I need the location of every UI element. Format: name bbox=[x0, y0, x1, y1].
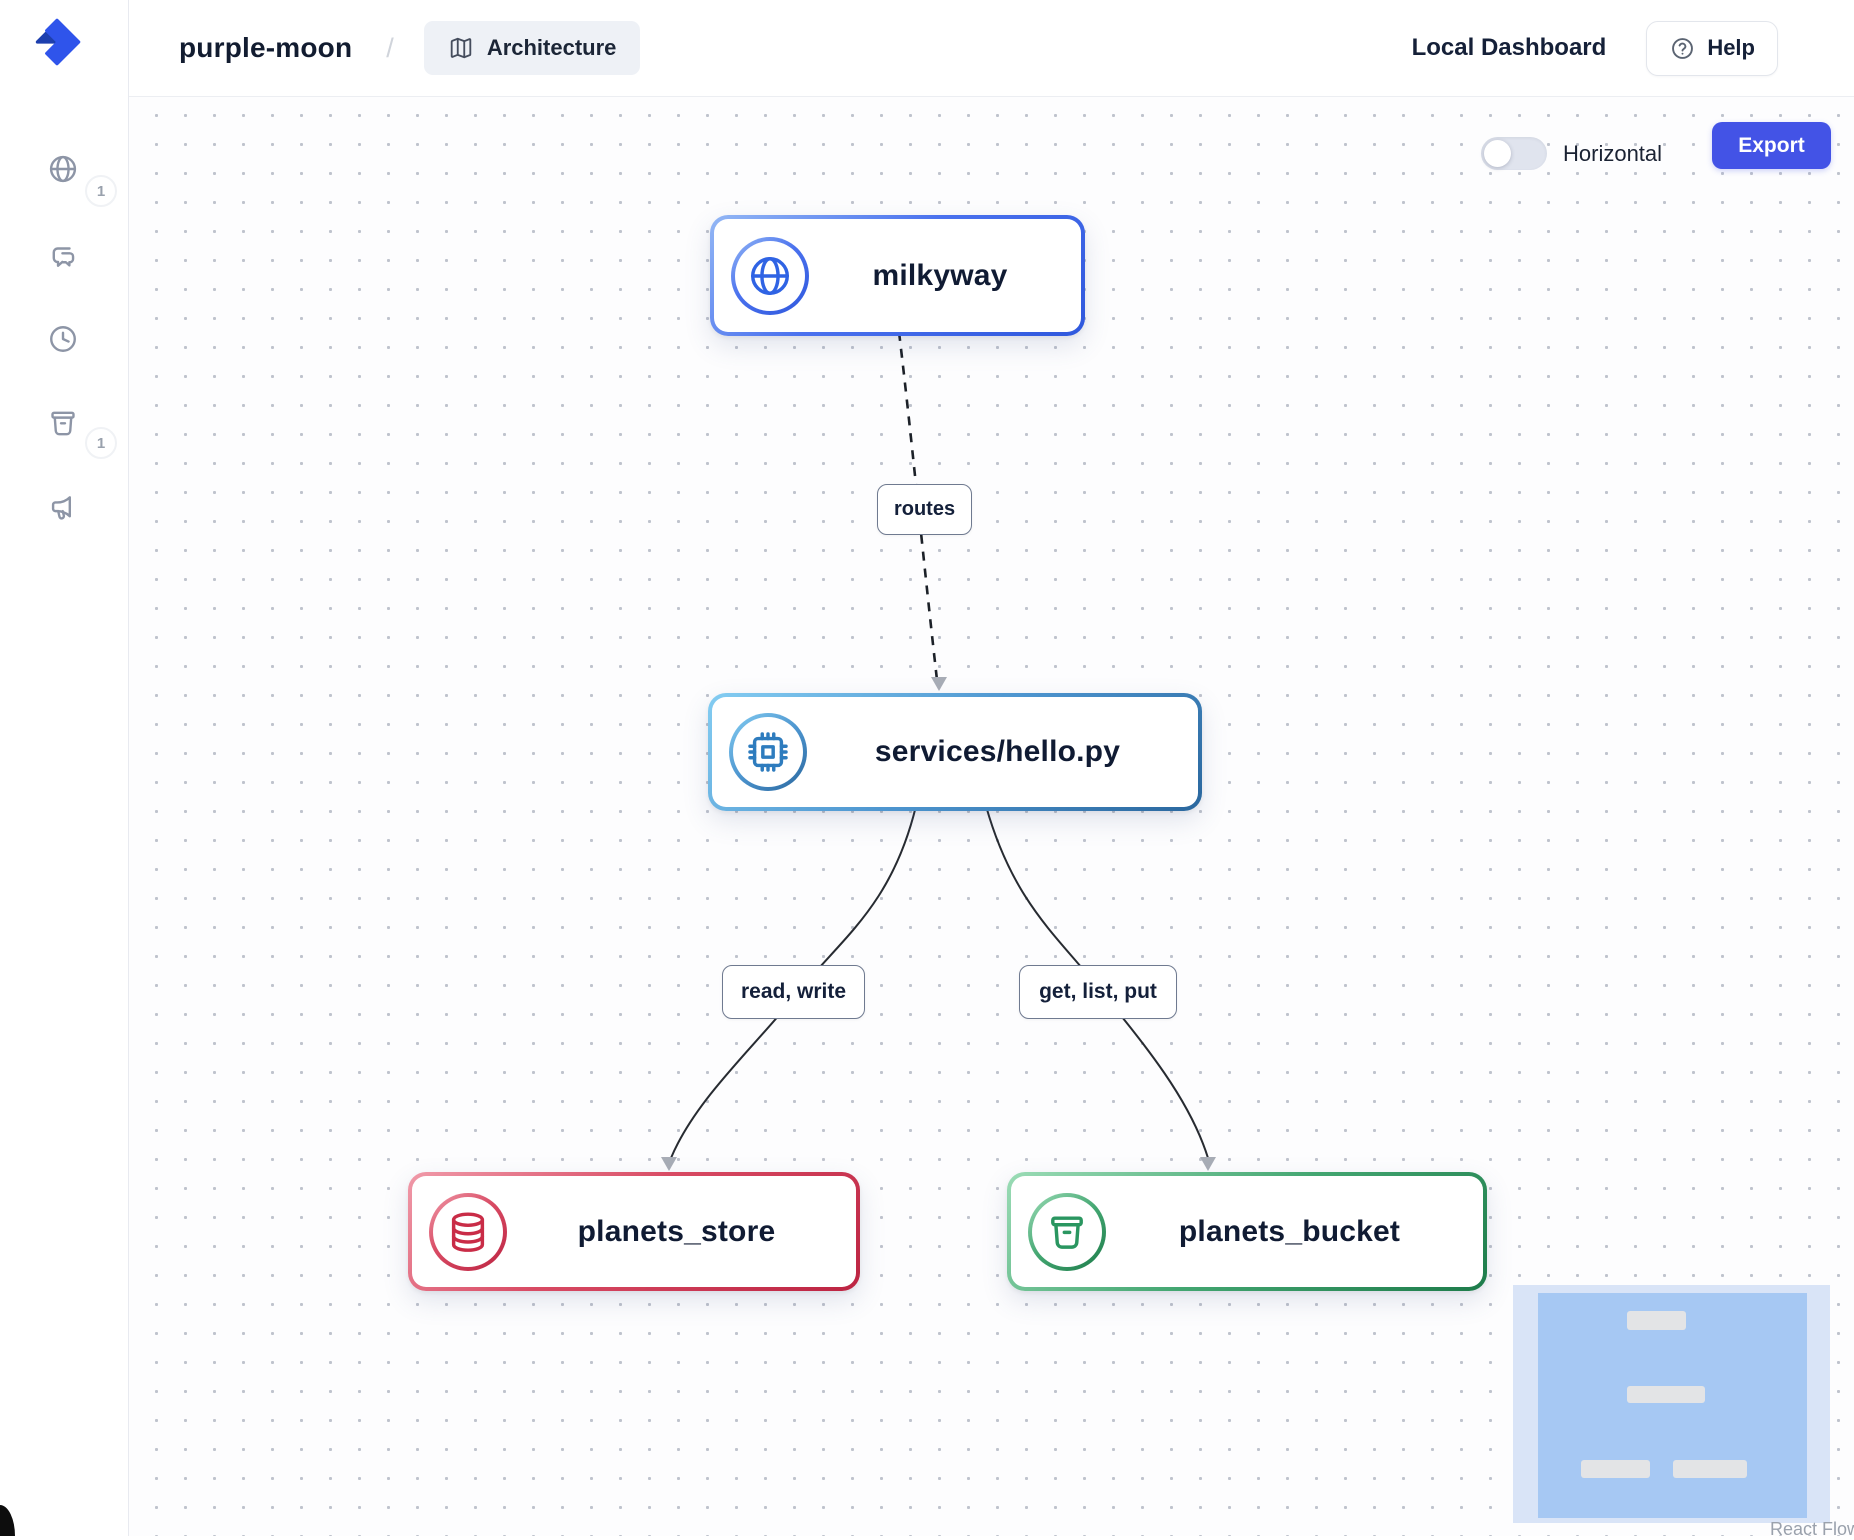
edge-label-get-list-put: get, list, put bbox=[1019, 965, 1177, 1019]
edge-label-routes: routes bbox=[877, 484, 972, 535]
minimap-node-store bbox=[1581, 1460, 1650, 1478]
storage-box-icon bbox=[51, 411, 75, 436]
sidebar-item-endpoints[interactable] bbox=[46, 152, 80, 186]
breadcrumb-project: purple-moon bbox=[179, 32, 353, 63]
tab-architecture[interactable]: Architecture bbox=[423, 21, 641, 75]
sidebar-badge: 1 bbox=[85, 175, 117, 207]
cpu-icon bbox=[748, 732, 788, 772]
database-icon bbox=[451, 1211, 485, 1252]
clock-icon bbox=[50, 326, 76, 352]
bucket-icon bbox=[1051, 1215, 1083, 1249]
sidebar-item-storage[interactable] bbox=[46, 406, 80, 440]
node-icon-ring bbox=[729, 713, 807, 791]
map-icon bbox=[450, 37, 472, 59]
node-label: planets_bucket bbox=[1178, 1214, 1401, 1248]
globe-icon bbox=[751, 256, 789, 295]
sidebar-item-announcements[interactable] bbox=[46, 490, 80, 524]
node-label: services/hello.py bbox=[874, 735, 1121, 768]
app-logo[interactable] bbox=[28, 12, 86, 70]
node-planets-bucket[interactable]: planets_bucket bbox=[1007, 1172, 1487, 1291]
orientation-toggle[interactable] bbox=[1481, 137, 1547, 170]
sidebar-item-history[interactable] bbox=[46, 322, 80, 356]
top-bar: purple-moon / Architecture Local Dashboa… bbox=[129, 0, 1854, 97]
minimap-node-bucket bbox=[1673, 1460, 1747, 1478]
node-label: milkyway bbox=[872, 258, 1008, 292]
minimap-node-services bbox=[1627, 1386, 1705, 1403]
megaphone-icon bbox=[51, 496, 72, 520]
minimap-node-milkyway bbox=[1627, 1311, 1686, 1330]
tab-architecture-label: Architecture bbox=[486, 35, 617, 60]
question-icon bbox=[1672, 37, 1694, 59]
minimap-viewport bbox=[1538, 1293, 1807, 1518]
edge-label-read-write: read, write bbox=[722, 965, 865, 1019]
node-planets-store[interactable]: planets_store bbox=[408, 1172, 860, 1291]
sidebar-item-chat[interactable] bbox=[46, 240, 80, 274]
node-services-hello[interactable]: services/hello.py bbox=[708, 693, 1202, 811]
node-label: planets_store bbox=[577, 1214, 776, 1248]
node-icon-ring bbox=[429, 1192, 507, 1271]
breadcrumb-separator: / bbox=[386, 32, 394, 63]
sidebar-badge: 1 bbox=[85, 427, 117, 459]
node-icon-ring bbox=[1028, 1192, 1106, 1271]
orientation-toggle-label: Horizontal bbox=[1563, 140, 1663, 166]
chat-icon bbox=[52, 247, 75, 267]
dashboard-title: Local Dashboard bbox=[1411, 34, 1607, 61]
toggle-knob bbox=[1484, 140, 1511, 167]
help-button-label: Help bbox=[1707, 35, 1755, 60]
node-icon-ring bbox=[731, 236, 809, 315]
help-button[interactable]: Help bbox=[1646, 20, 1778, 76]
export-button[interactable]: Export bbox=[1712, 122, 1831, 169]
sidebar: 1 1 bbox=[0, 0, 129, 1536]
node-milkyway[interactable]: milkyway bbox=[710, 215, 1085, 336]
globe-icon bbox=[49, 155, 77, 183]
minimap[interactable] bbox=[1513, 1285, 1830, 1523]
react-flow-attribution: React Flow bbox=[1770, 1519, 1854, 1539]
